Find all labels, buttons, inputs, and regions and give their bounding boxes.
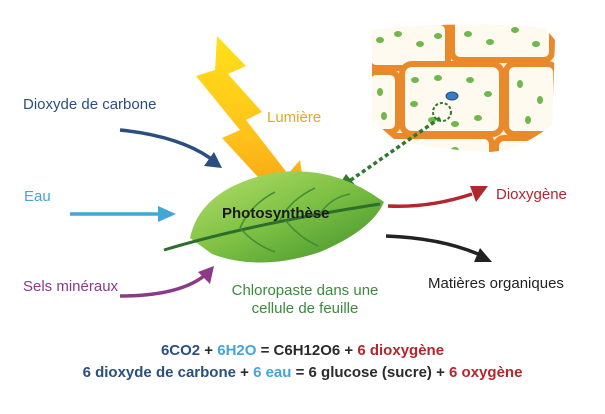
eq-words-co2: 6 dioxyde de carbone [82,364,236,381]
water-arrow [70,206,176,222]
minerals-label: Sels minéraux [23,278,119,295]
leaf-icon [163,171,384,263]
eq-plus: + [340,342,358,359]
word-equation: 6 dioxyde de carbone + 6 eau = 6 glucose… [0,363,605,383]
eq-plus: + [200,342,218,359]
photosynthesis-label: Photosynthèse [222,205,330,222]
light-label: Lumière [267,109,322,126]
organic-arrow [385,234,492,262]
chloroplast-label: Chloropaste dans une cellule de feuille [231,282,379,317]
oxygen-label: Dioxygène [496,186,567,203]
eq-words-plus: + [235,364,254,381]
eq-words-water: 6 eau [253,364,292,381]
co2-arrow [119,128,222,168]
eq-reactant-co2: 6CO2 [160,342,201,359]
light-ray-icon [196,36,308,216]
chemical-equation: 6CO2 + 6H2O = C6H12O6 + 6 dioxygène [0,341,605,361]
minerals-arrow [119,266,214,298]
co2-label: Dioxyde de carbone [23,96,157,113]
eq-product-oxygen: 6 dioxygène [357,342,445,359]
plant-cells-icon [372,24,555,153]
eq-words-glucose: 6 glucose (sucre) [308,364,432,381]
water-label: Eau [24,188,51,205]
eq-product-glucose: C6H12O6 [273,342,341,359]
eq-equals: = [256,342,274,359]
eq-words-equals: = [291,364,309,381]
eq-words-plus: + [431,364,450,381]
eq-reactant-water: 6H2O [217,342,257,359]
eq-words-oxygen: 6 oxygène [449,364,523,381]
organic-matter-label: Matières organiques [428,275,564,292]
oxygen-arrow [387,186,488,208]
